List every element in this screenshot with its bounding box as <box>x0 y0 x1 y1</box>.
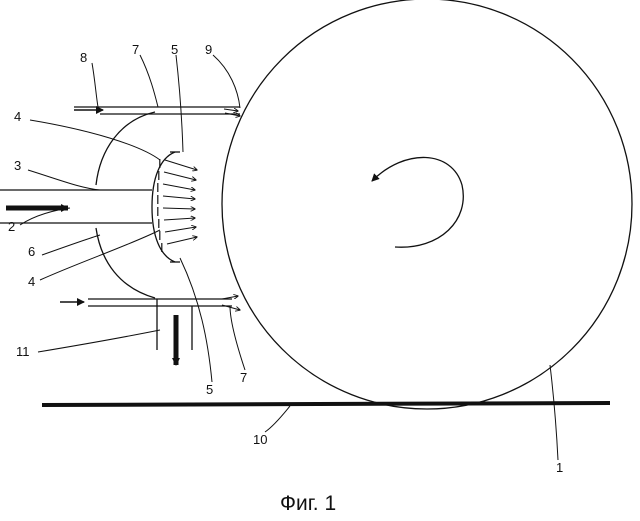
label-5-bottom: 5 <box>206 382 213 397</box>
figure-caption: Фиг. 1 <box>280 492 336 515</box>
label-2: 2 <box>8 219 15 234</box>
ground-line <box>42 403 610 405</box>
label-5-top: 5 <box>171 42 178 57</box>
label-8: 8 <box>80 50 87 65</box>
label-4-top: 4 <box>14 109 21 124</box>
label-4-bottom: 4 <box>28 274 35 289</box>
rotation-arrow <box>372 157 463 247</box>
label-6: 6 <box>28 244 35 259</box>
housing-shell-lower <box>96 228 155 298</box>
label-9: 9 <box>205 42 212 57</box>
label-10: 10 <box>253 432 267 447</box>
label-11: 11 <box>16 344 30 359</box>
wheel <box>222 0 632 409</box>
nozzle-jets: I I I I I I I I <box>156 156 197 255</box>
top-outlet-jet <box>224 109 238 111</box>
housing-shell <box>96 112 155 185</box>
label-3: 3 <box>14 158 21 173</box>
label-7-top: 7 <box>132 42 139 57</box>
label-7-bottom: 7 <box>240 370 247 385</box>
leader-lines <box>20 55 558 460</box>
svg-text:I: I <box>160 240 164 255</box>
label-1: 1 <box>556 460 563 475</box>
